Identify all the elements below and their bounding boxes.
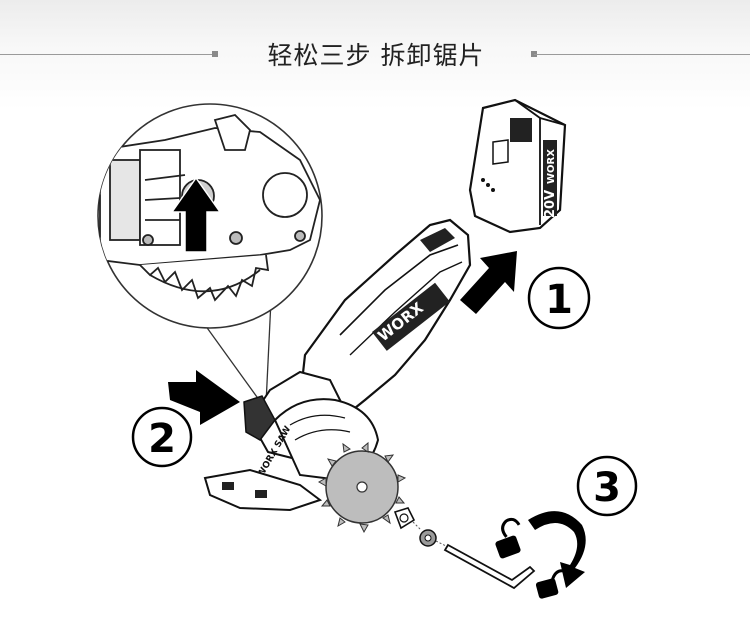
step-2-badge: 2 bbox=[131, 406, 193, 468]
battery-pack: 20V WORX bbox=[468, 98, 567, 234]
battery-brand-label: WORX bbox=[546, 149, 557, 184]
title-divider-left bbox=[0, 54, 215, 55]
arrow-right-icon bbox=[168, 370, 240, 425]
step-3-number: 3 bbox=[593, 465, 621, 511]
zoom-callout-lines bbox=[199, 299, 272, 405]
step-1-badge: 1 bbox=[527, 266, 591, 330]
page-title: 轻松三步 拆卸锯片 bbox=[267, 41, 485, 70]
title-divider-dot-left bbox=[212, 51, 218, 57]
loosen-direction bbox=[495, 511, 586, 599]
saw-blade bbox=[317, 441, 407, 534]
title-bar: 轻松三步 拆卸锯片 bbox=[0, 0, 750, 110]
battery-voltage-label: 20V bbox=[543, 190, 558, 218]
arrow-up-icon bbox=[170, 176, 222, 253]
arrow-up-right-icon bbox=[460, 251, 517, 314]
zoom-detail-circle bbox=[97, 103, 323, 329]
unlock-icon-top bbox=[495, 517, 521, 559]
step-3-badge: 3 bbox=[576, 455, 638, 517]
removed-parts bbox=[393, 507, 536, 590]
title-divider-right bbox=[534, 54, 750, 55]
circular-saw: WORX WORX SAW bbox=[203, 218, 472, 534]
step-1-number: 1 bbox=[545, 277, 573, 323]
step-2-number: 2 bbox=[148, 416, 176, 462]
unlock-icon-bottom bbox=[535, 569, 565, 599]
curved-arrow-icon bbox=[528, 511, 586, 588]
